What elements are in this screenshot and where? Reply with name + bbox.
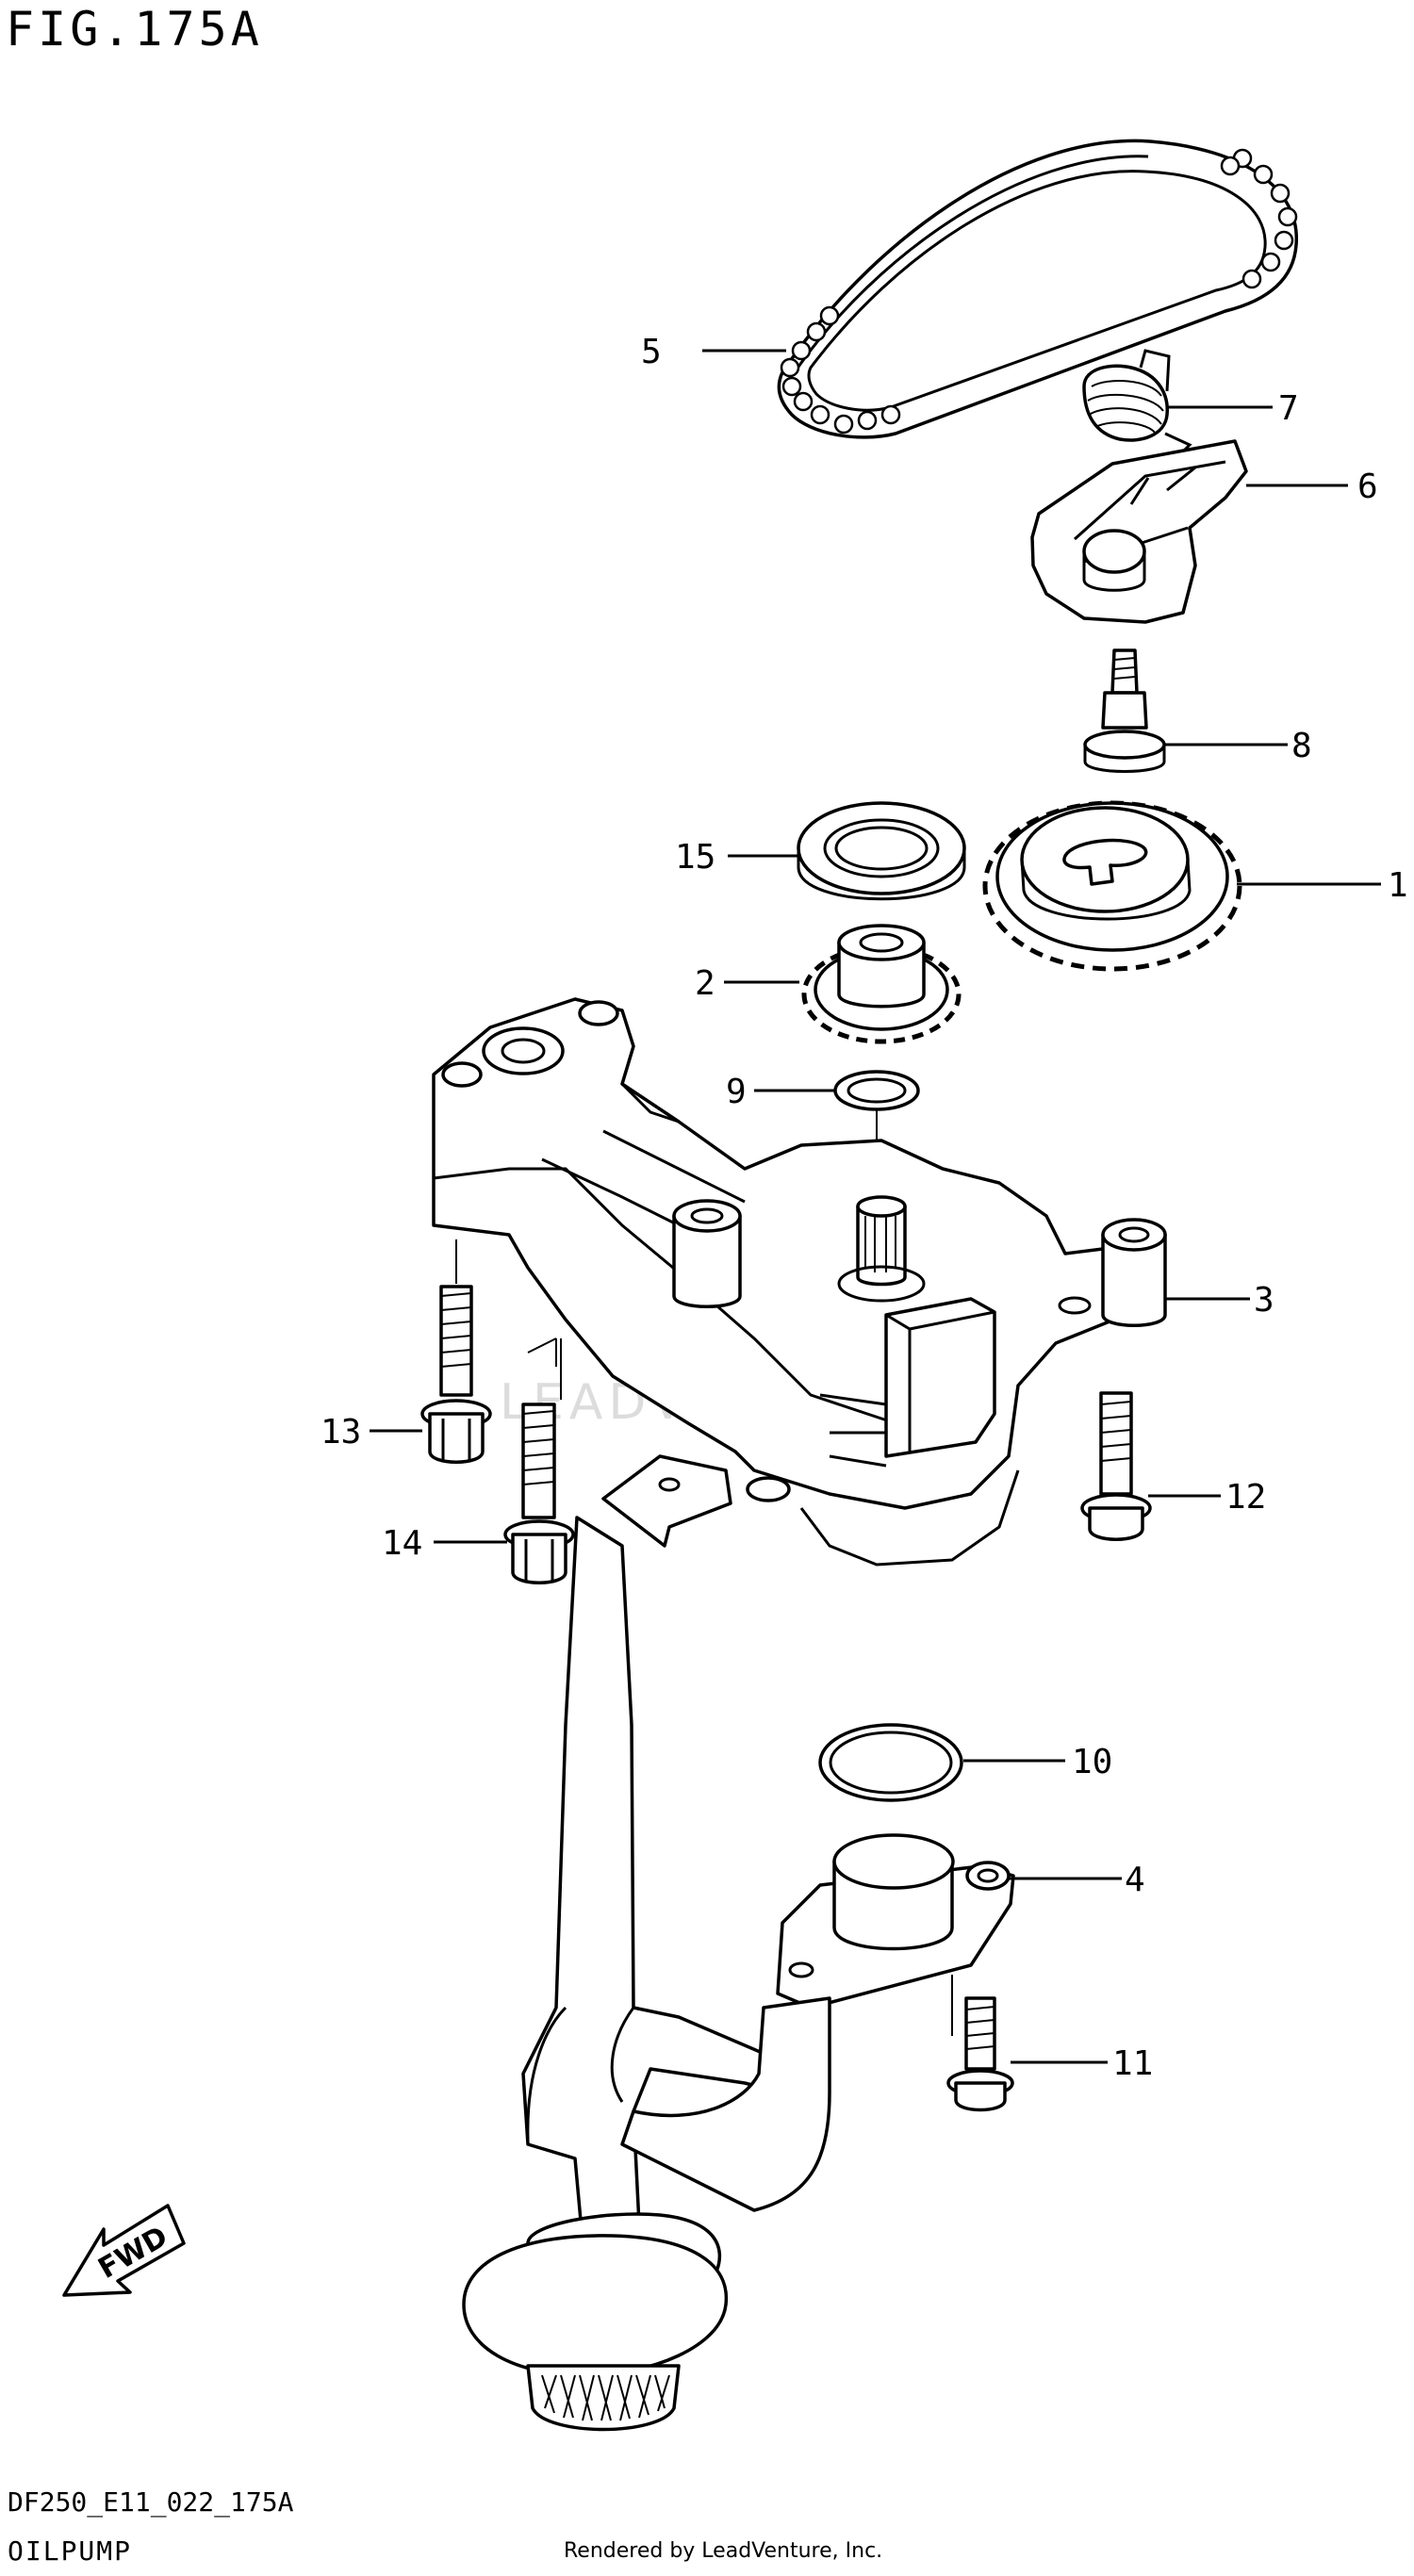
callout-1[interactable]: 1 <box>1388 866 1408 905</box>
part-7-spring[interactable] <box>1082 349 1192 452</box>
part-6-tensioner[interactable] <box>1030 439 1248 624</box>
drawing-name: OILPUMP <box>8 2535 133 2567</box>
fwd-arrow-icon: FWD <box>62 2204 186 2297</box>
part-10-o-ring[interactable] <box>818 1723 963 1802</box>
part-11-bolt[interactable] <box>946 1996 1014 2112</box>
callout-3[interactable]: 3 <box>1254 1281 1274 1320</box>
callout-15[interactable]: 15 <box>675 838 715 877</box>
callout-4[interactable]: 4 <box>1125 1861 1145 1899</box>
callout-5[interactable]: 5 <box>641 333 662 371</box>
part-14-bolt[interactable] <box>503 1403 575 1584</box>
callout-2[interactable]: 2 <box>695 964 715 1003</box>
part-8-shoulder-bolt[interactable] <box>1083 648 1166 773</box>
part-15-bearing[interactable] <box>797 801 966 901</box>
callout-12[interactable]: 12 <box>1225 1478 1266 1517</box>
part-12-bolt[interactable] <box>1080 1391 1152 1541</box>
callout-6[interactable]: 6 <box>1357 468 1378 506</box>
callout-9[interactable]: 9 <box>726 1073 747 1111</box>
callout-11[interactable]: 11 <box>1112 2044 1153 2083</box>
callout-13[interactable]: 13 <box>321 1413 361 1452</box>
part-2-pump-sprocket[interactable] <box>801 924 962 1044</box>
render-credit: Rendered by LeadVenture, Inc. <box>564 2539 883 2563</box>
callout-8[interactable]: 8 <box>1291 727 1312 765</box>
callout-14[interactable]: 14 <box>382 1524 422 1563</box>
part-13-bolt[interactable] <box>420 1285 492 1464</box>
figure-title: FIG.175A <box>6 2 263 57</box>
part-4-oil-strainer[interactable] <box>462 1454 1015 2432</box>
callout-7[interactable]: 7 <box>1278 389 1299 428</box>
callout-10[interactable]: 10 <box>1072 1743 1112 1781</box>
part-1-sprocket[interactable] <box>982 800 1242 972</box>
drawing-code: DF250_E11_022_175A <box>8 2486 294 2518</box>
part-9-washer[interactable] <box>833 1070 920 1111</box>
part-3-oil-pump[interactable] <box>432 997 1167 1567</box>
part-5-chain[interactable] <box>777 139 1298 439</box>
